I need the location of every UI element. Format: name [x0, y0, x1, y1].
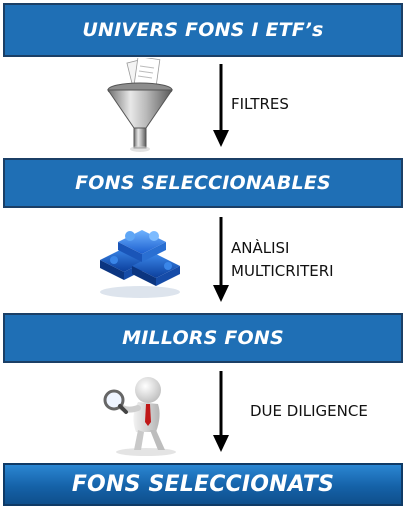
step-box-label: FONS SELECCIONATS — [71, 472, 335, 497]
funnel-icon — [107, 58, 173, 152]
transition-label-analysis: ANÀLISI MULTICRITERI — [231, 237, 334, 283]
transition-label-filters: FILTRES — [231, 93, 289, 116]
down-arrow-icon — [213, 217, 229, 302]
step-box-selected: FONS SELECCIONATS — [3, 463, 403, 506]
label-line: MULTICRITERI — [231, 262, 334, 280]
step-box-universe: UNIVERS FONS I ETF’s — [3, 3, 403, 57]
label-line: ANÀLISI — [231, 239, 290, 257]
transition-label-due-diligence: DUE DILIGENCE — [250, 400, 368, 423]
puzzle-icon — [100, 230, 180, 298]
label-line: FILTRES — [231, 95, 289, 113]
step-box-label: UNIVERS FONS I ETF’s — [82, 19, 324, 41]
step-box-label: MILLORS FONS — [122, 327, 284, 349]
label-line: DUE DILIGENCE — [250, 402, 368, 420]
down-arrow-icon — [213, 371, 229, 452]
step-box-label: FONS SELECCIONABLES — [75, 172, 331, 194]
magnifier-person-icon — [103, 377, 176, 456]
down-arrow-icon — [213, 64, 229, 147]
step-box-best: MILLORS FONS — [3, 313, 403, 363]
step-box-selectable: FONS SELECCIONABLES — [3, 158, 403, 208]
